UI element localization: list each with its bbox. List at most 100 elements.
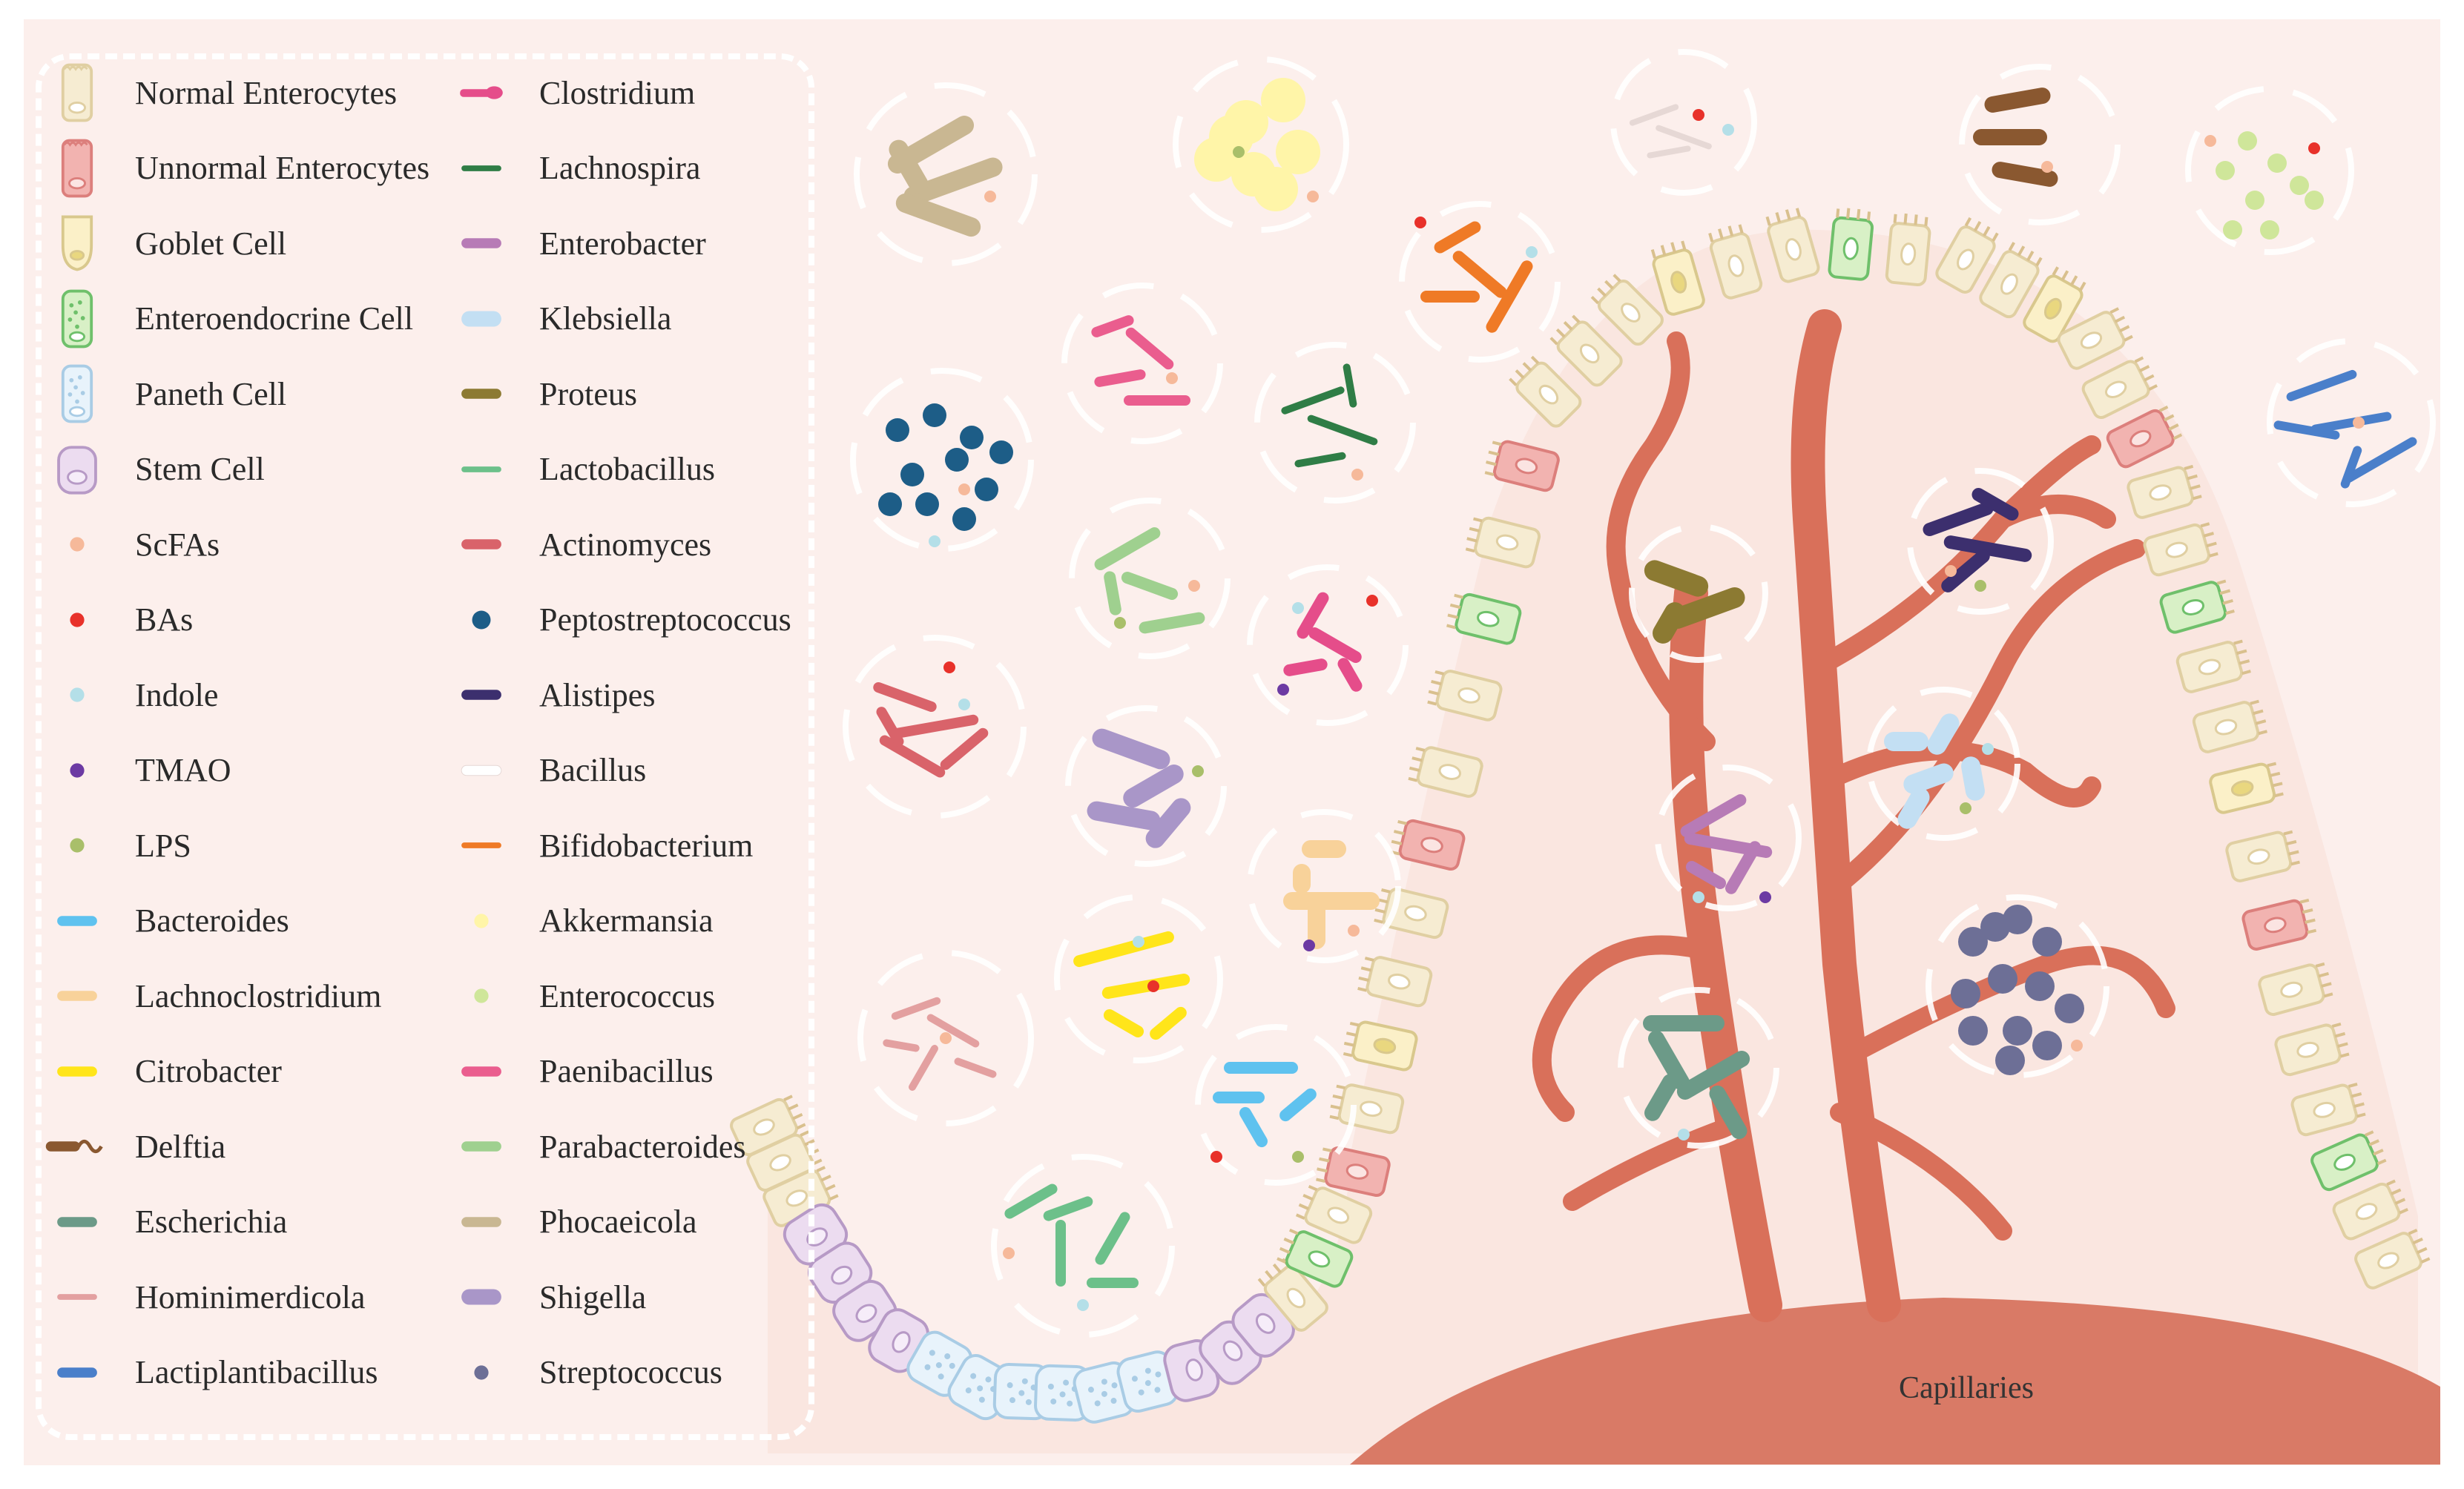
cluster-halo [1629, 524, 1768, 663]
ent-cell [2057, 307, 2133, 370]
clostridium-cluster [1283, 592, 1363, 692]
ent-cell [1277, 1228, 1354, 1288]
legend-box: Normal Enterocytes Unnormal Enterocytes … [36, 53, 814, 1440]
legend-item-enterococcus: Enterococcus [446, 963, 715, 1029]
metabolite-dot [1678, 1129, 1690, 1140]
metabolite-dot [1945, 565, 1957, 577]
metabolite-dot [2071, 1040, 2083, 1051]
legend-item-paenibacillus: Paenibacillus [446, 1038, 714, 1105]
cluster-halo [854, 82, 1038, 266]
capillary-branch [1822, 539, 2146, 899]
lactobacillus-icon [446, 436, 517, 503]
cluster-halo [1065, 705, 1227, 867]
ent-cell [2290, 1083, 2366, 1137]
lachnospira-icon [446, 135, 517, 202]
legend-item-indole: Indole [42, 661, 218, 728]
actinomyces-cluster [873, 682, 989, 778]
tmao-dot-icon [42, 737, 113, 804]
ent-cell [1828, 208, 1874, 281]
legend-item-bas: BAs [42, 587, 193, 653]
goblet-cell-icon [42, 210, 113, 277]
ent-cell [1329, 1083, 1405, 1135]
metabolite-dot [1114, 617, 1126, 629]
escherichia-cluster [1643, 1015, 1750, 1140]
legend-label: Enteroendocrine Cell [135, 300, 414, 337]
ent-cell [1979, 242, 2043, 319]
capillary-branch [1532, 935, 1708, 1122]
legend-label: Streptococcus [539, 1354, 722, 1390]
capillary-branch [1822, 741, 2101, 808]
legend-item-hominimerdicola: Hominimerdicola [42, 1264, 365, 1330]
cluster-halo [1173, 56, 1349, 233]
ent-cell [2192, 699, 2268, 753]
legend-item-escherichia: Escherichia [42, 1189, 287, 1255]
ent-cell [1509, 355, 1582, 428]
ent-cell [1549, 314, 1623, 387]
legend-item-akkermansia: Akkermansia [446, 888, 714, 954]
streptococcus-cluster [1951, 905, 2084, 1075]
legend-item-normal-enterocytes: Normal Enterocytes [42, 59, 397, 126]
legend-item-phocaeicola: Phocaeicola [446, 1189, 697, 1255]
legend-label: Phocaeicola [539, 1204, 697, 1240]
parabacteroides-cluster [1094, 527, 1205, 634]
metabolite-dot [1960, 802, 1971, 814]
legend-label: Bacillus [539, 752, 647, 788]
metabolite-dot [1974, 580, 1986, 592]
metabolite-dot [1077, 1299, 1089, 1311]
legend-item-bifidobacterium: Bifidobacterium [446, 812, 753, 879]
citrobacter-rod-icon [42, 1038, 113, 1105]
capillary-branch [1830, 1103, 2012, 1241]
peptostreptococcus-icon [446, 587, 517, 653]
citrobacter-cluster [1073, 931, 1190, 1040]
legend-item-enterobacter: Enterobacter [446, 210, 706, 277]
legend-item-parabacteroides: Parabacteroides [446, 1113, 746, 1180]
bifidobacterium-cluster [1420, 221, 1533, 333]
legend-label: LPS [135, 827, 191, 864]
ent-cell [2225, 830, 2300, 882]
ent-cell [1484, 440, 1560, 492]
metabolite-dot [1277, 684, 1289, 696]
cluster-halo [1069, 498, 1231, 659]
bas-dot-icon [42, 587, 113, 653]
proteus-icon [446, 360, 517, 427]
parabacteroides-icon [446, 1113, 517, 1180]
enteroendocrine-cell-icon [42, 285, 113, 352]
ent-cell [2310, 1130, 2387, 1192]
legend-item-unnormal-enterocytes: Unnormal Enterocytes [42, 135, 429, 202]
legend-item-delftia: Delftia [42, 1113, 225, 1180]
epithelium-layer [730, 208, 2431, 1424]
ent-cell [1295, 1184, 1373, 1244]
legend-label: Indole [135, 676, 219, 713]
legend-label: Lactobacillus [539, 451, 716, 487]
lachnoclostridium-rod-icon [42, 963, 113, 1029]
metabolite-dot [1366, 595, 1378, 607]
metabolite-dot [2353, 417, 2365, 429]
metabolite-dot [1693, 109, 1704, 121]
legend-label: Lachnoclostridium [135, 977, 382, 1014]
legend-item-paneth-cell: Paneth Cell [42, 360, 286, 427]
legend-label: Normal Enterocytes [135, 74, 398, 111]
ent-cell [1343, 1020, 1418, 1072]
bacillus-icon [446, 737, 517, 804]
metabolite-dot [1303, 940, 1315, 951]
legend-label: Clostridium [539, 74, 696, 111]
metabolite-dot [2204, 135, 2216, 147]
capillary-base [1350, 1298, 2440, 1465]
ent-cell [1357, 956, 1433, 1008]
enterobacter-icon [446, 210, 517, 277]
metabolite-dot [1693, 891, 1704, 903]
lactobacillus-cluster [1004, 1183, 1139, 1288]
cluster-halo [1926, 894, 2109, 1078]
metabolite-dot [940, 1032, 952, 1044]
legend-label: Proteus [539, 375, 637, 412]
legend-item-bacteroides: Bacteroides [42, 888, 289, 954]
legend-label: Bacteroides [135, 902, 289, 939]
metabolite-dot [1351, 469, 1363, 481]
metabolite-dot [929, 535, 941, 547]
legend-item-clostridium: Clostridium [446, 59, 695, 126]
ent-cell [2241, 898, 2317, 951]
bacteroides-rod-icon [42, 888, 113, 954]
legend-label: Bifidobacterium [539, 827, 754, 864]
shigella-cluster [1087, 728, 1191, 848]
